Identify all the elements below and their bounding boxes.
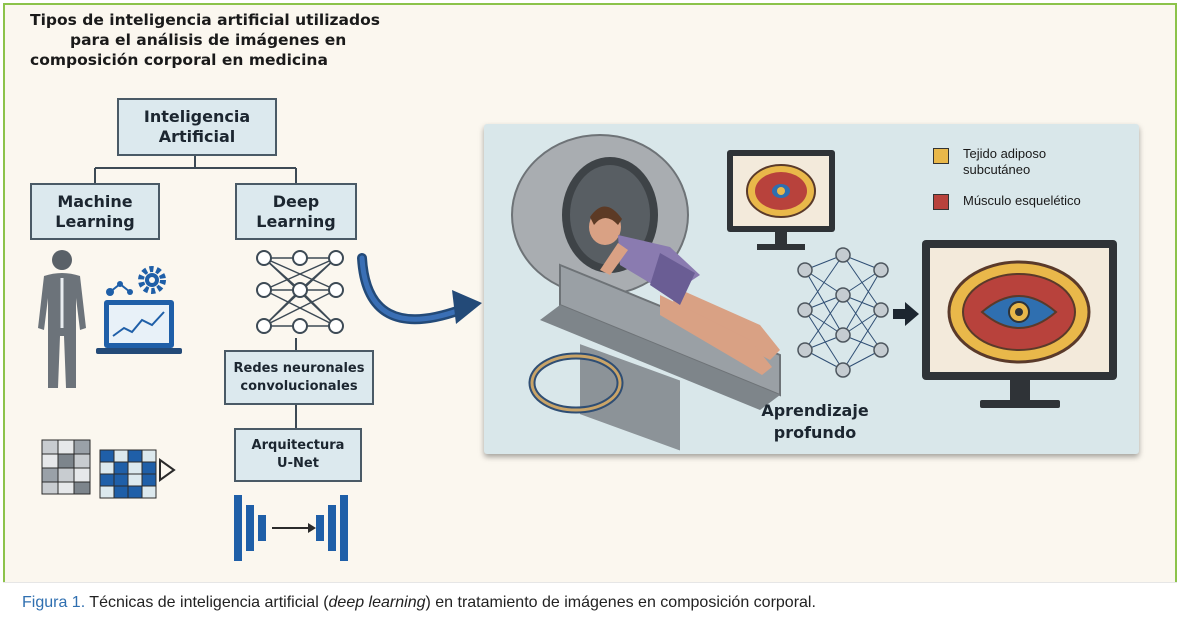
- result-monitor-icon: [922, 240, 1117, 408]
- title-line-1: Tipos de inteligencia artificial utiliza…: [30, 11, 380, 29]
- machine-learning-label: Machine Learning: [55, 191, 135, 231]
- human-silhouette-icon: [38, 250, 86, 388]
- ai-box: Inteligencia Artificial: [117, 98, 277, 156]
- legend-muscle-swatch: [933, 194, 949, 210]
- title-line-2: para el análisis de imágenes en: [70, 31, 347, 49]
- caption-text-2: ) en tratamiento de imágenes en composic…: [425, 594, 816, 611]
- curved-arrow-icon: [357, 253, 482, 325]
- title-line-3: composición corporal en medicina: [30, 51, 328, 69]
- legend-muscle-label: Músculo esquelético: [963, 193, 1081, 208]
- neural-network-icon: [256, 250, 344, 334]
- diagram-title: Tipos de inteligencia artificial utiliza…: [30, 10, 410, 70]
- cnn-box: Redes neuronales convolucionales: [224, 350, 374, 405]
- caption-text-1: Técnicas de inteligencia artificial (: [85, 594, 329, 611]
- arrow-right-icon: [893, 302, 919, 326]
- unet-blocks-icon: [234, 495, 348, 561]
- caption-bar: [3, 582, 1177, 630]
- coil-icon: [528, 352, 624, 414]
- figure-number: Figura 1.: [22, 594, 86, 611]
- mri-scanner-icon: [511, 134, 781, 451]
- legend-adipose-swatch: [933, 148, 949, 164]
- cnn-label: Redes neuronales convolucionales: [233, 360, 365, 394]
- deep-learning-box: Deep Learning: [235, 183, 357, 240]
- figure-caption: Figura 1. Técnicas de inteligencia artif…: [22, 594, 816, 612]
- unet-box: Arquitectura U-Net: [234, 428, 362, 482]
- deep-learning-label: Deep Learning: [256, 191, 336, 231]
- deep-network-icon: [797, 247, 889, 378]
- data-cube-icon: [41, 439, 176, 499]
- laptop-chart-icon: [96, 281, 182, 354]
- gear-icon: [138, 266, 166, 294]
- caption-italic: deep learning: [328, 594, 426, 611]
- deep-learning-caption: Aprendizaje profundo: [761, 401, 869, 442]
- legend-adipose-label: Tejido adiposo subcutáneo: [963, 146, 1047, 177]
- machine-learning-box: Machine Learning: [30, 183, 160, 240]
- unet-label: Arquitectura U-Net: [251, 438, 345, 471]
- monitor-icon: [727, 150, 835, 250]
- ai-box-label: Inteligencia Artificial: [143, 107, 251, 146]
